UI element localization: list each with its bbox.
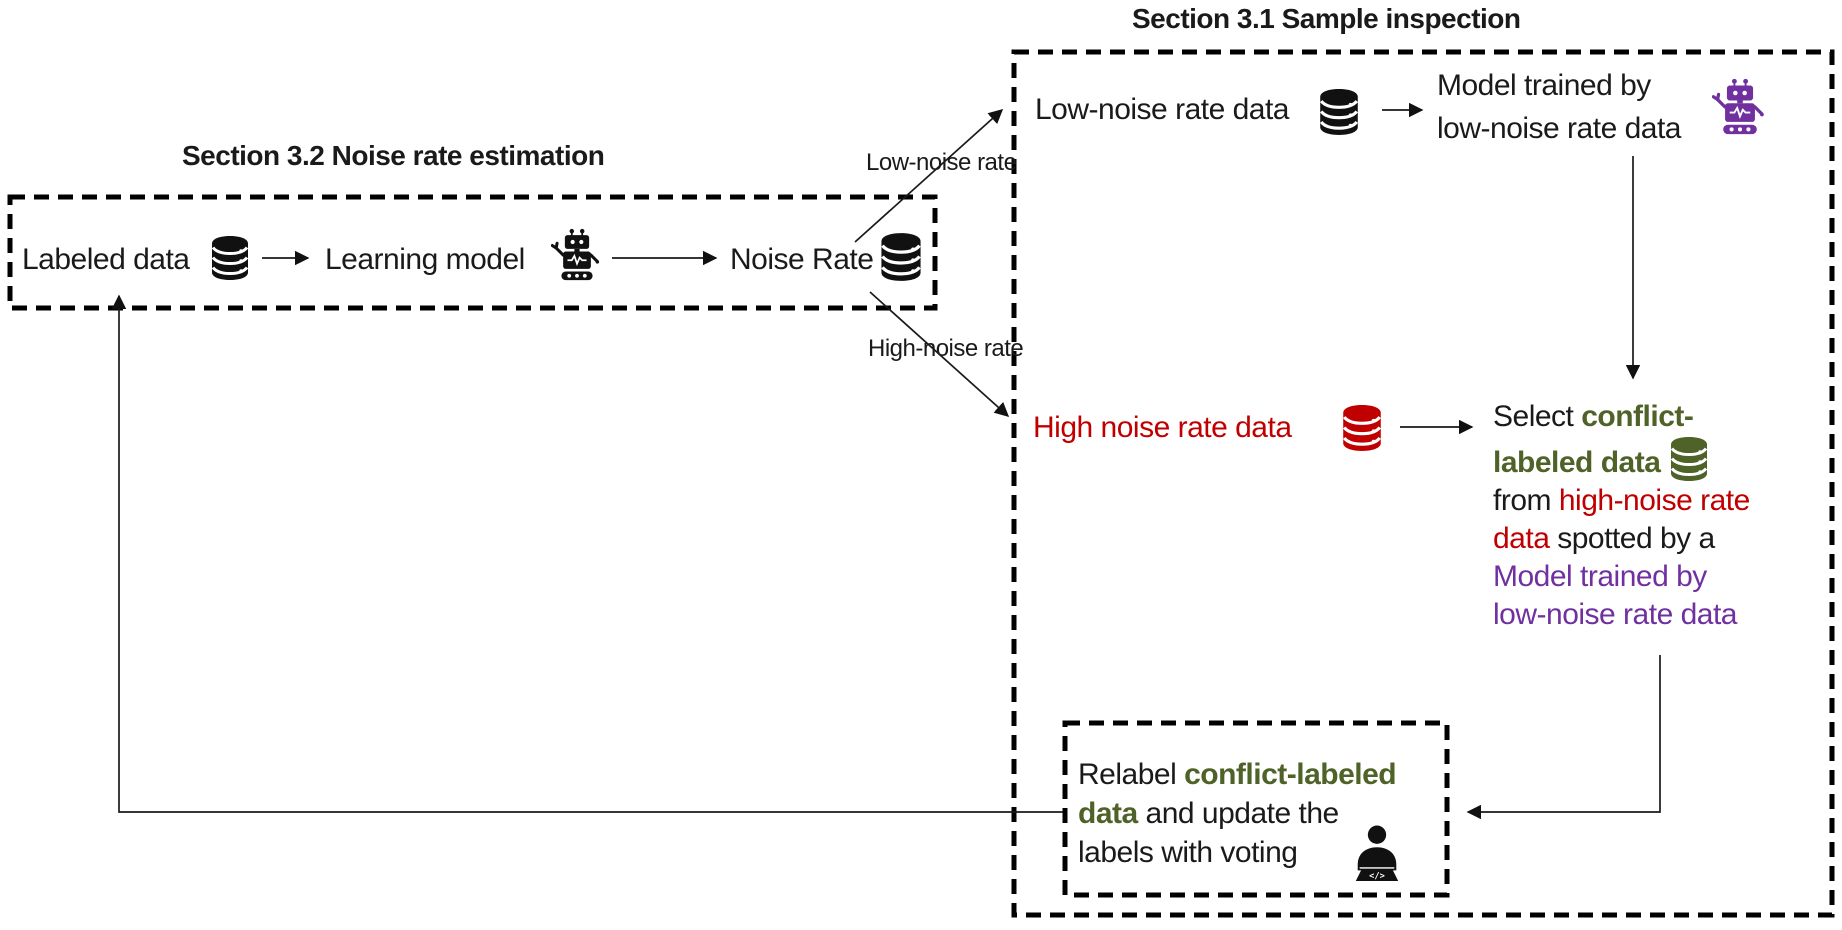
model-trained-line1: Model trained by	[1437, 69, 1651, 102]
arrow-relabel-to-labeled-feedback	[111, 294, 1063, 813]
select-text-green: conflict-	[1581, 400, 1694, 433]
database-icon	[879, 232, 923, 282]
noise-estimation-box	[7, 194, 938, 311]
high-noise-branch-label: High-noise rate	[868, 335, 1024, 362]
select-text-purple: Model trained by	[1493, 560, 1707, 593]
relabel-text-green: data	[1078, 797, 1138, 830]
select-text-red: data	[1493, 522, 1550, 555]
learning-model-label: Learning model	[325, 243, 525, 276]
model-trained-node: Model trained by low-noise rate data	[1437, 64, 1681, 150]
select-text-red: high-noise rate	[1558, 484, 1750, 517]
select-text-green: labeled data	[1493, 446, 1661, 479]
relabel-box	[1062, 720, 1450, 898]
robot-icon	[551, 226, 603, 284]
noise-rate-label: Noise Rate	[730, 243, 874, 276]
high-noise-data-label: High noise rate data	[1033, 411, 1292, 444]
section-31-title: Section 3.1 Sample inspection	[1132, 3, 1521, 34]
select-text-black: Select	[1493, 400, 1582, 433]
database-icon	[1318, 88, 1360, 136]
model-trained-line2: low-noise rate data	[1437, 112, 1681, 145]
low-noise-data-label: Low-noise rate data	[1035, 93, 1290, 126]
relabel-text-green: conflict-labeled	[1184, 758, 1397, 791]
low-noise-branch-label: Low-noise rate	[866, 149, 1017, 176]
select-text-purple: low-noise rate data	[1493, 598, 1737, 631]
arrow-high-noise-branch	[869, 291, 1010, 417]
select-conflict-node: Select conflict- labeled data from high-…	[1493, 398, 1750, 634]
section-32-title: Section 3.2 Noise rate estimation	[182, 140, 605, 171]
select-text-black: from	[1493, 484, 1559, 517]
select-text-black: spotted by a	[1549, 522, 1715, 555]
database-icon	[1668, 436, 1710, 482]
arrow-select-to-relabel	[1466, 655, 1661, 820]
relabel-text-black: and update the	[1137, 797, 1340, 830]
database-icon	[1341, 404, 1383, 452]
person-laptop-icon	[1350, 824, 1404, 884]
relabel-text-black: Relabel	[1078, 758, 1185, 791]
arrow-low-noise-branch	[854, 109, 1004, 243]
labeled-data-label: Labeled data	[22, 243, 190, 276]
relabel-text-black: labels with voting	[1078, 836, 1298, 869]
robot-icon	[1712, 76, 1768, 138]
sample-inspection-box	[1011, 49, 1835, 918]
database-icon	[210, 234, 250, 282]
relabel-node: Relabel conflict-labeled data and update…	[1078, 755, 1397, 872]
